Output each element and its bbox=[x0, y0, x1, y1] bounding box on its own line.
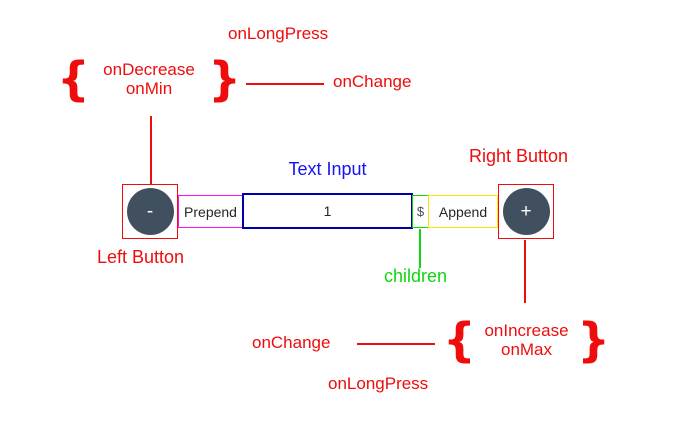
open-brace-bottom: { bbox=[443, 313, 476, 367]
right-button-highlight: + bbox=[498, 184, 554, 239]
open-brace-top: { bbox=[57, 52, 90, 106]
children-addon: $ bbox=[412, 195, 429, 228]
right-button-events-group: { onIncrease onMax } bbox=[443, 312, 610, 368]
connector-top-onchange bbox=[246, 83, 324, 85]
close-brace-top: } bbox=[208, 52, 241, 106]
left-button-highlight: - bbox=[122, 184, 178, 239]
left-button-events-group: { onDecrease onMin } bbox=[57, 52, 241, 106]
text-input-label: Text Input bbox=[288, 159, 367, 179]
close-brace-bottom: } bbox=[577, 313, 610, 367]
children-label: children bbox=[384, 266, 448, 286]
annotation-onlongpress-top: onLongPress bbox=[228, 24, 329, 43]
annotation-onchange-bottom: onChange bbox=[252, 333, 331, 352]
annotation-onlongpress-bottom: onLongPress bbox=[328, 374, 429, 393]
connector-left-button bbox=[150, 116, 152, 184]
annotation-onchange-top: onChange bbox=[333, 72, 412, 91]
minus-icon: - bbox=[146, 200, 154, 222]
append-label: Append bbox=[438, 203, 488, 220]
annotation-onincrease: onIncrease bbox=[484, 321, 569, 340]
dollar-sign: $ bbox=[416, 204, 425, 219]
decrement-button[interactable]: - bbox=[126, 188, 174, 235]
prepend-label: Prepend bbox=[184, 203, 237, 220]
increment-button[interactable]: + bbox=[502, 188, 550, 235]
right-button-events: onIncrease onMax bbox=[476, 321, 578, 359]
annotation-onmax: onMax bbox=[500, 340, 553, 359]
number-input[interactable] bbox=[242, 193, 413, 229]
right-button-label: Right Button bbox=[469, 146, 569, 166]
append-addon: Append bbox=[428, 195, 498, 228]
prepend-addon: Prepend bbox=[178, 195, 243, 228]
connector-bottom-onchange bbox=[357, 343, 435, 345]
annotation-onmin: onMin bbox=[125, 79, 173, 98]
left-button-label: Left Button bbox=[97, 247, 185, 267]
connector-children bbox=[419, 229, 421, 268]
plus-icon: + bbox=[520, 200, 532, 222]
connector-right-button bbox=[524, 240, 526, 303]
annotation-ondecrease: onDecrease bbox=[103, 60, 195, 79]
left-button-events: onDecrease onMin bbox=[90, 60, 209, 98]
